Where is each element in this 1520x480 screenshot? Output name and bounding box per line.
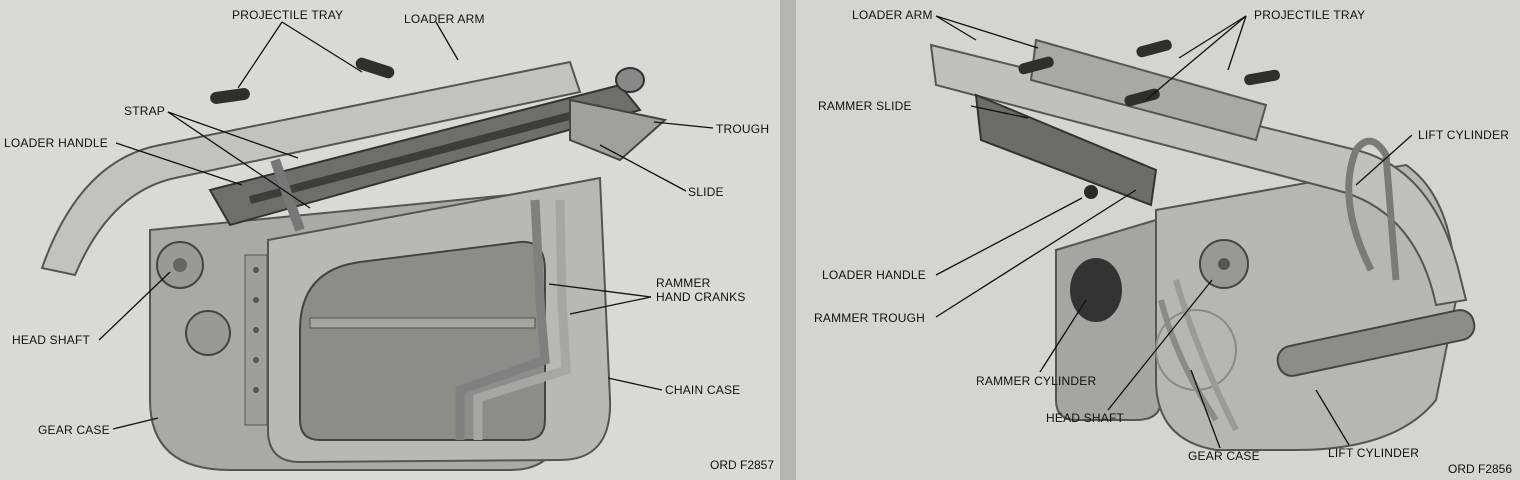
figure-number-left: ORD F2857 bbox=[710, 458, 775, 472]
right-illustration bbox=[929, 15, 1476, 451]
label-rammer-cylinder-right: RAMMER CYLINDER bbox=[976, 374, 1097, 388]
label-lift-cylinder-top-right: LIFT CYLINDER bbox=[1418, 128, 1510, 142]
gear-case-body-right bbox=[1155, 163, 1458, 451]
label-rammer-trough-right: RAMMER TROUGH bbox=[814, 311, 926, 325]
rammer-slide-body bbox=[974, 93, 1158, 207]
label-strap-left: STRAP bbox=[124, 104, 166, 118]
label-trough-left: TROUGH bbox=[716, 122, 770, 136]
label-rammer-slide-right: RAMMER SLIDE bbox=[818, 99, 912, 113]
right-leader-lines bbox=[935, 15, 1413, 449]
label-rammer-hand-cranks-line2: HAND CRANKS bbox=[656, 290, 746, 304]
figure-number-right: ORD F2856 bbox=[1448, 462, 1513, 476]
label-rammer-hand-cranks-line1: RAMMER bbox=[656, 276, 711, 290]
rammer-trough-body bbox=[1055, 218, 1163, 421]
lift-cylinder-bottom-body bbox=[1276, 309, 1476, 377]
label-slide-left: SLIDE bbox=[688, 185, 724, 199]
label-chain-case-left: CHAIN CASE bbox=[665, 383, 741, 397]
rammer-hand-cranks bbox=[455, 199, 550, 440]
panel-divider bbox=[780, 0, 796, 480]
label-projectile-tray-right: PROJECTILE TRAY bbox=[1254, 8, 1366, 22]
left-figure-panel: PROJECTILE TRAY LOADER ARM STRAP LOADER … bbox=[4, 8, 775, 472]
label-loader-handle-right: LOADER HANDLE bbox=[822, 268, 926, 282]
lift-cylinder-tube bbox=[1345, 137, 1400, 281]
label-projectile-tray-left: PROJECTILE TRAY bbox=[232, 8, 344, 22]
label-loader-arm-right: LOADER ARM bbox=[852, 8, 933, 22]
label-lift-cylinder-bottom-right: LIFT CYLINDER bbox=[1328, 446, 1420, 460]
chain-case-window bbox=[299, 240, 546, 441]
trough-body bbox=[569, 98, 668, 162]
label-head-shaft-left: HEAD SHAFT bbox=[12, 333, 91, 347]
gear-case-disk bbox=[185, 310, 231, 356]
label-gear-case-left: GEAR CASE bbox=[38, 423, 110, 437]
left-illustration bbox=[40, 21, 714, 471]
loader-arm bbox=[40, 60, 582, 277]
left-leader-lines bbox=[98, 21, 714, 430]
right-figure-panel: LOADER ARM PROJECTILE TRAY RAMMER SLIDE … bbox=[796, 0, 1520, 480]
label-loader-handle-left: LOADER HANDLE bbox=[4, 136, 108, 150]
loader-arm-right bbox=[929, 43, 1468, 307]
label-gear-case-right: GEAR CASE bbox=[1188, 449, 1260, 463]
label-head-shaft-right: HEAD SHAFT bbox=[1046, 411, 1125, 425]
label-loader-arm-left: LOADER ARM bbox=[404, 12, 485, 26]
